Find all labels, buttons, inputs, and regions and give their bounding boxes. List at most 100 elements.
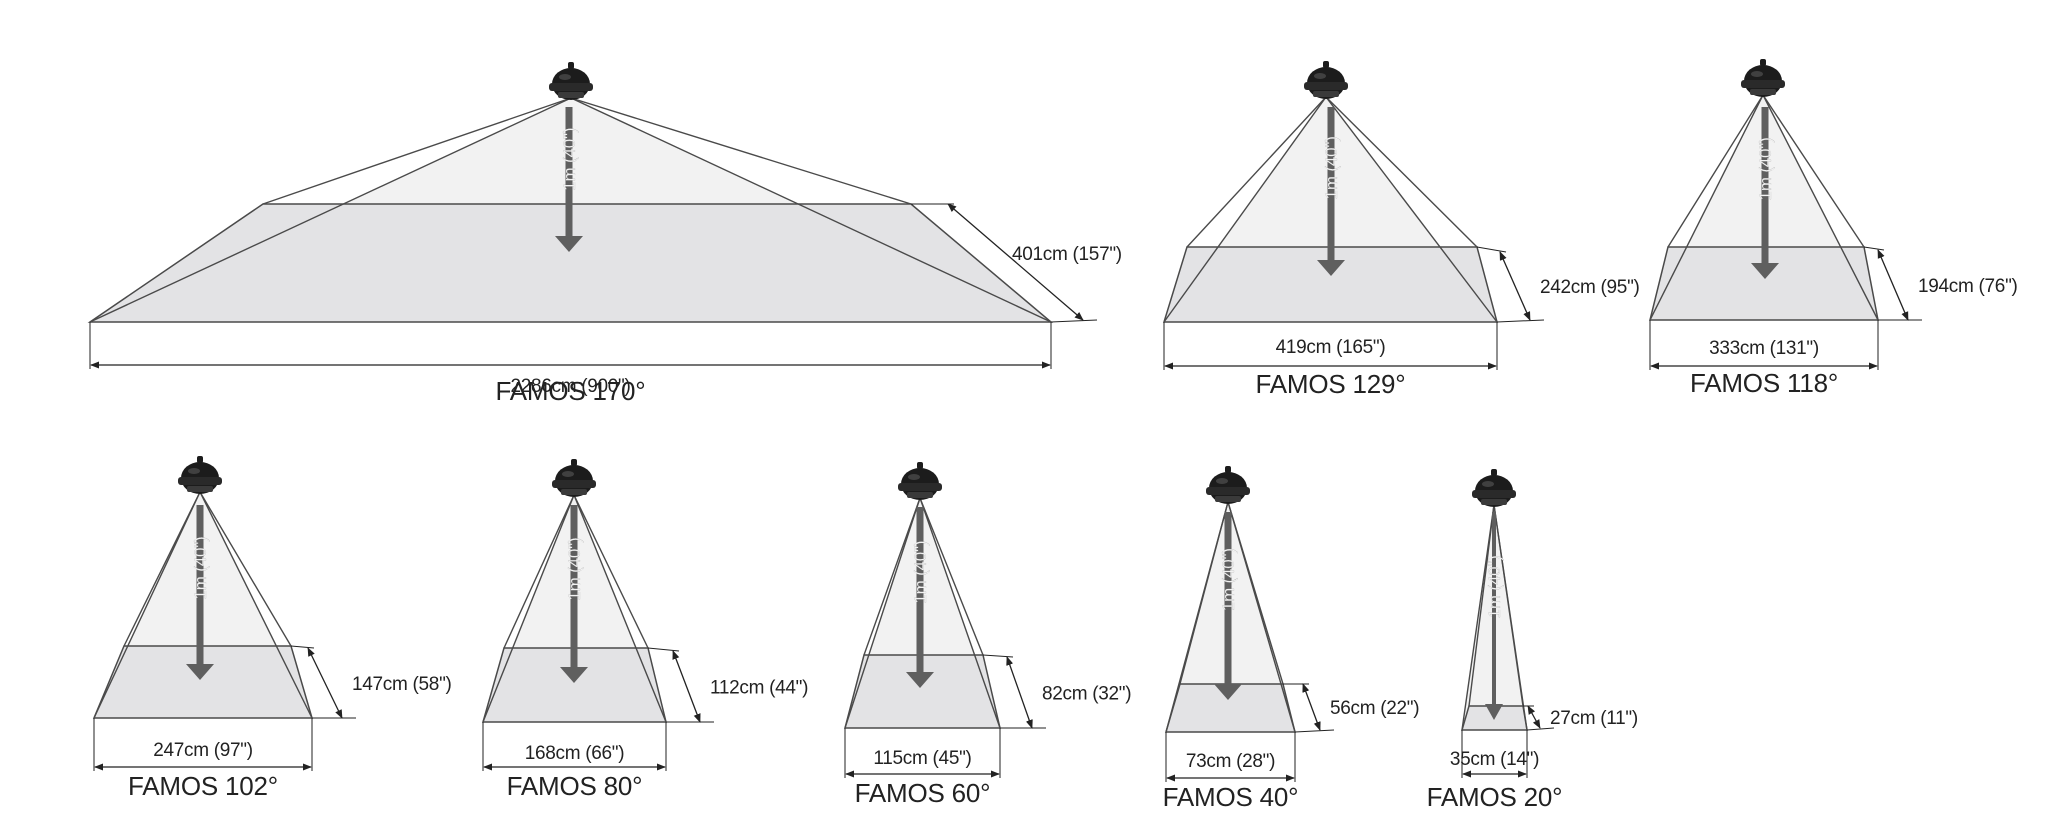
beam-edge [89, 97, 572, 323]
depth-label: 27cm (11") [1550, 708, 1638, 729]
beam-edge [1762, 94, 1879, 321]
depth-extension-line [1294, 729, 1335, 733]
height-arrow-head [186, 664, 214, 680]
heater-famos-20: 1m (40") 35cm (14") 27cm (11") FAMOS 20° [1427, 469, 1638, 812]
depth-label: 194cm (76") [1918, 276, 2018, 297]
beam-edge [844, 497, 921, 729]
height-arrow-shaft [1761, 107, 1769, 265]
heater-famos-80: 1m (40") 168cm (66") 112cm (44") FAMOS 80° [482, 459, 808, 801]
height-label: 1m (40") [1322, 136, 1341, 199]
height-arrow-shaft [565, 107, 573, 238]
height-label: 1m (40") [1485, 555, 1504, 618]
height-arrow-head [555, 236, 583, 252]
depth-extension-line [982, 654, 1014, 658]
beam-edge [1468, 504, 1495, 707]
lamp-icon [1472, 469, 1516, 507]
width-label: 73cm (28") [1186, 751, 1275, 772]
heater-famos-129: 1m (40") 419cm (165") 242cm (95") FAMOS 129… [1162, 61, 1640, 399]
height-arrow-shaft [1492, 512, 1496, 706]
height-arrow-shaft [1327, 107, 1335, 262]
beam-edge [863, 497, 921, 656]
width-label: 247cm (97") [153, 740, 253, 761]
depth-dimension-line [1527, 705, 1541, 729]
width-label: 168cm (66") [525, 743, 625, 764]
beam-edge [1186, 96, 1327, 248]
height-label: 1m (40") [1219, 548, 1238, 611]
height-arrow-shaft [916, 507, 924, 674]
beam-edge [1227, 501, 1284, 685]
model-name: FAMOS 170° [495, 376, 645, 406]
depth-label: 82cm (32") [1042, 684, 1131, 705]
beam-edge [1179, 501, 1229, 685]
depth-label: 401cm (157") [1012, 244, 1122, 265]
height-label: 1m (40") [560, 128, 579, 191]
depth-extension-line [1050, 319, 1098, 323]
depth-extension-line [290, 645, 315, 649]
beam-edge [919, 497, 984, 656]
beam-edge [199, 491, 313, 719]
beam-edge [482, 494, 575, 723]
width-label: 2286cm (900") [510, 376, 630, 397]
depth-dimension-line [1499, 251, 1531, 321]
lamp-icon [549, 62, 593, 100]
height-arrow-shaft [1224, 512, 1232, 686]
depth-dimension-line [307, 647, 343, 719]
lamp-icon [898, 462, 942, 500]
height-arrow-head [1317, 260, 1345, 276]
lamp-icon [178, 456, 222, 494]
width-label: 35cm (14") [1450, 749, 1539, 770]
depth-extension-line [647, 647, 680, 652]
depth-extension-line [1496, 319, 1545, 323]
heater-famos-40: 1m (40")73cm (28")56cm (22")FAMOS 40° [1163, 466, 1420, 812]
height-label: 1m (40") [191, 536, 210, 599]
depth-label: 56cm (22") [1330, 698, 1419, 719]
heater-famos-118: 1m (40")333cm (131")194cm (76")FAMOS 118… [1649, 59, 2018, 398]
depth-extension-line [1476, 246, 1507, 253]
depth-label: 112cm (44") [710, 678, 808, 699]
heater-famos-102: 1m (40") 247cm (97") 147cm (58") FAMOS 102° [92, 456, 452, 801]
heater-famos-60: 1m (40")115cm (45")82cm (32")FAMOS 60° [844, 462, 1132, 808]
lamp-icon [1206, 466, 1250, 504]
height-arrow-head [560, 667, 588, 683]
height-label: 1m (40") [565, 538, 584, 601]
model-name: FAMOS 118° [1690, 368, 1838, 398]
depth-label: 147cm (58") [352, 674, 452, 695]
depth-label: 242cm (95") [1540, 277, 1640, 298]
beam-edge [570, 97, 912, 205]
beam-edge [1163, 96, 1327, 323]
height-arrow-shaft [570, 505, 578, 669]
model-name: FAMOS 129° [1255, 369, 1405, 399]
lamp-icon [1741, 59, 1785, 97]
beam-edge [1649, 94, 1764, 321]
model-name: FAMOS 102° [128, 771, 278, 801]
depth-dimension-line [947, 203, 1084, 321]
model-name: FAMOS 20° [1427, 782, 1563, 812]
depth-dimension-line [672, 650, 701, 723]
height-arrow-shaft [196, 505, 204, 666]
lamp-icon [1304, 61, 1348, 99]
beam-edge [573, 494, 667, 723]
beam-edge [262, 97, 572, 205]
beam-edge [503, 494, 575, 649]
depth-extension-line [1526, 727, 1555, 731]
lamp-icon [552, 459, 596, 497]
model-name: FAMOS 80° [507, 771, 643, 801]
model-name: FAMOS 60° [855, 778, 991, 808]
depth-dimension-line [1877, 249, 1909, 321]
beam-edge [93, 491, 201, 719]
height-arrow-head [1214, 684, 1242, 700]
height-arrow-head [1751, 263, 1779, 279]
width-label: 333cm (131") [1709, 338, 1819, 359]
beam-edge [573, 494, 649, 649]
beam-edge [199, 491, 292, 647]
beam-edge [1667, 94, 1764, 248]
height-label: 1m (40") [911, 541, 930, 604]
width-label: 419cm (165") [1276, 337, 1386, 358]
height-arrow-head [1485, 704, 1503, 720]
beam-edge [1325, 96, 1498, 323]
beam-edge [123, 491, 201, 647]
depth-dimension-line [1302, 683, 1321, 731]
beam-edge [1762, 94, 1865, 248]
